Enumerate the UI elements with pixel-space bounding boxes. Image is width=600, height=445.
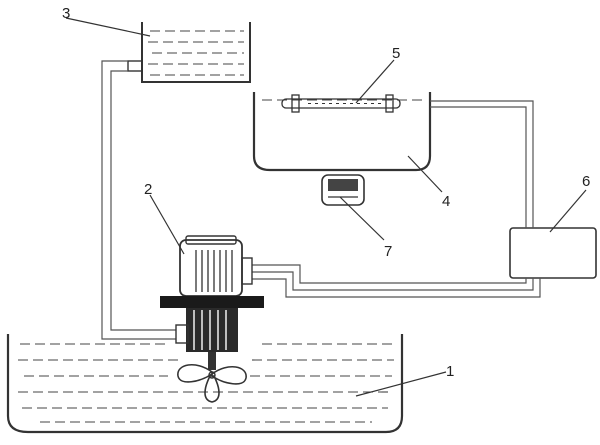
leader-lines bbox=[65, 17, 587, 397]
supply-pipe bbox=[101, 60, 176, 340]
number-labels: 3 5 4 6 7 2 1 bbox=[62, 5, 590, 380]
header-tank-water bbox=[148, 30, 244, 76]
leader-3 bbox=[65, 17, 151, 37]
leader-5 bbox=[355, 59, 395, 104]
lamp-clip-right bbox=[385, 94, 394, 113]
treatment-tank bbox=[252, 92, 432, 172]
leader-1 bbox=[355, 371, 447, 397]
main-tank-water bbox=[18, 343, 396, 423]
label-5: 5 bbox=[392, 45, 400, 62]
leader-2 bbox=[149, 194, 185, 255]
motor-fins bbox=[195, 250, 233, 292]
controller-box bbox=[509, 227, 597, 279]
lamp-cable bbox=[430, 100, 534, 228]
leader-6 bbox=[549, 189, 587, 233]
pump bbox=[160, 235, 264, 370]
leader-7 bbox=[339, 196, 385, 241]
motor-connector bbox=[241, 257, 253, 285]
uv-lamp bbox=[281, 94, 401, 113]
label-1: 1 bbox=[446, 363, 454, 380]
pump-shaft bbox=[208, 352, 216, 370]
propeller bbox=[177, 364, 247, 403]
label-2: 2 bbox=[144, 181, 152, 198]
label-7: 7 bbox=[384, 243, 392, 260]
mounting-plate bbox=[160, 296, 264, 308]
label-6: 6 bbox=[582, 173, 590, 190]
header-tank-outlet bbox=[127, 60, 143, 72]
label-4: 4 bbox=[442, 193, 450, 210]
header-tank bbox=[127, 22, 251, 83]
sensor bbox=[321, 174, 365, 206]
lamp-clip-left bbox=[291, 94, 300, 113]
pump-cable bbox=[252, 264, 541, 298]
pump-inlet bbox=[175, 324, 189, 344]
main-tank bbox=[6, 334, 404, 434]
leader-4 bbox=[407, 155, 443, 193]
label-3: 3 bbox=[62, 5, 70, 22]
